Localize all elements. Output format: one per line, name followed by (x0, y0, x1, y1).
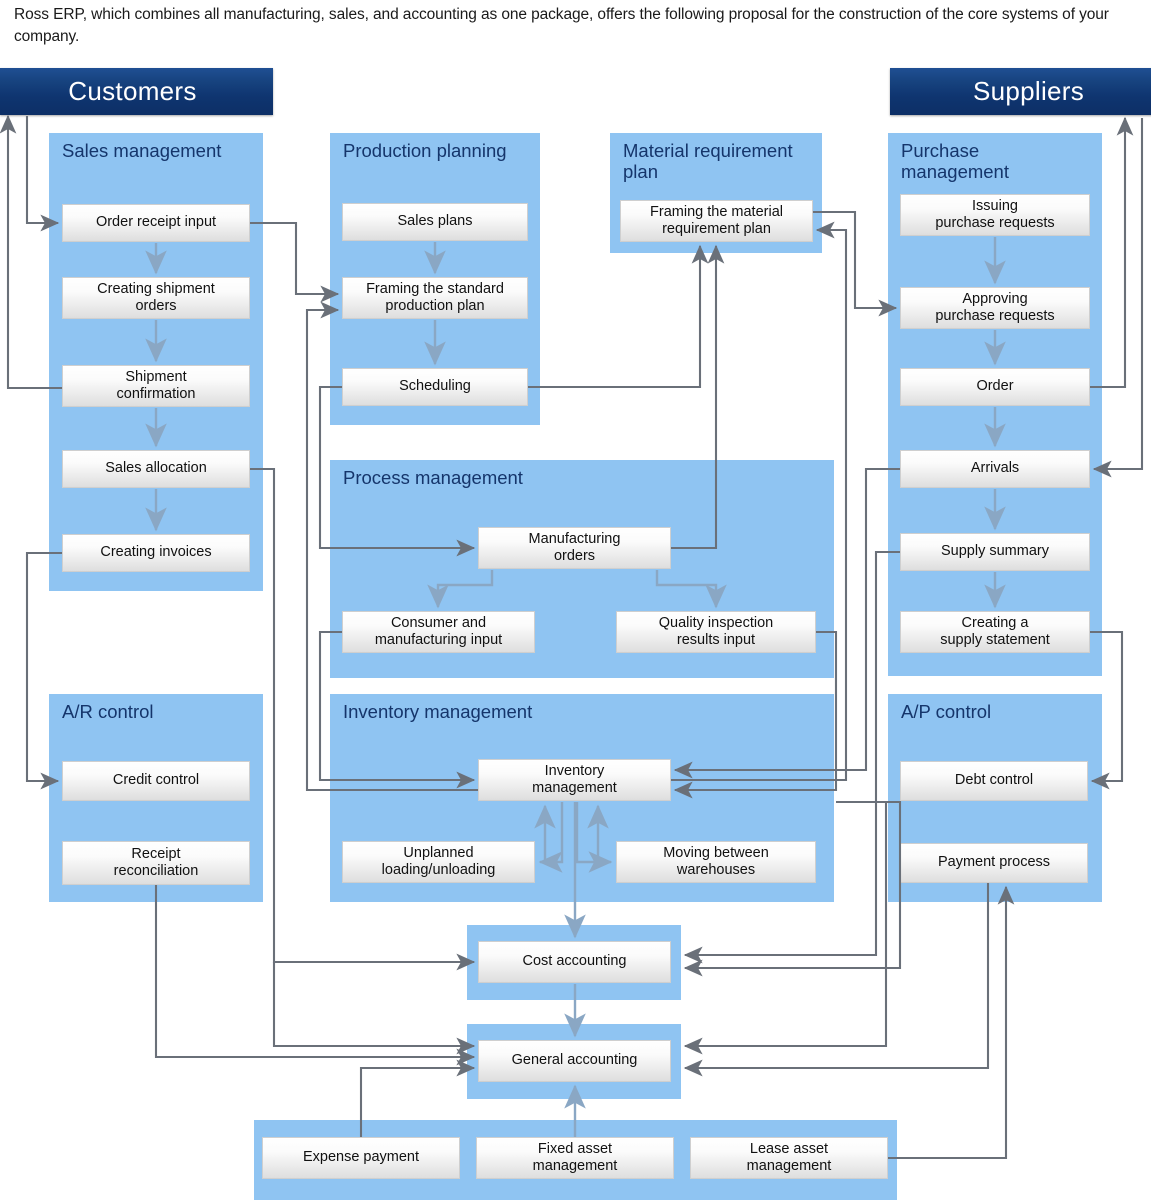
node-label: Framing the standard production plan (366, 280, 504, 314)
node-order-receipt-input[interactable]: Order receipt input (62, 204, 250, 242)
node-label: Creating shipment orders (97, 280, 215, 314)
node-label: Fixed asset management (532, 1140, 618, 1174)
actor-label-customers: Customers (68, 76, 197, 106)
node-scheduling[interactable]: Scheduling (342, 368, 528, 406)
node-consumer-and-manufacturing-input[interactable]: Consumer and manufacturing input (342, 611, 535, 653)
group-title-purchase-management: Purchase management (901, 140, 1009, 183)
node-arrivals[interactable]: Arrivals (900, 450, 1090, 488)
group-title-process-management: Process management (343, 467, 523, 488)
wire-scheduling-to-material-plan (528, 244, 709, 389)
group-title-sales-management: Sales management (62, 140, 222, 161)
group-title-ar-control: A/R control (62, 701, 154, 722)
group-sales-management: Sales management (49, 133, 263, 591)
node-debt-control[interactable]: Debt control (900, 761, 1088, 801)
node-receipt-reconciliation[interactable]: Receipt reconciliation (62, 841, 250, 885)
node-expense-payment[interactable]: Expense payment (262, 1137, 460, 1179)
node-sales-allocation[interactable]: Sales allocation (62, 450, 250, 488)
node-label: Issuing purchase requests (935, 197, 1055, 231)
node-manufacturing-orders[interactable]: Manufacturing orders (478, 527, 671, 569)
node-quality-inspection-results-input[interactable]: Quality inspection results input (616, 611, 816, 653)
node-label: Inventory management (532, 762, 617, 796)
group-title-inventory-management: Inventory management (343, 701, 533, 722)
node-label: Supply summary (941, 543, 1049, 560)
node-credit-control[interactable]: Credit control (62, 761, 250, 801)
node-payment-process[interactable]: Payment process (900, 843, 1088, 883)
node-label: Receipt reconciliation (113, 845, 199, 879)
node-label: Scheduling (399, 378, 471, 395)
node-label: Order receipt input (95, 214, 217, 231)
node-fixed-asset-management[interactable]: Fixed asset management (476, 1137, 674, 1179)
node-framing-material-requirement-plan[interactable]: Framing the material requirement plan (620, 200, 813, 242)
actor-label-suppliers: Suppliers (972, 76, 1085, 106)
node-order[interactable]: Order (900, 368, 1090, 406)
wire-lease-asset-to-payment-process (888, 885, 1015, 1160)
wire-material-plan-to-approving-requests (813, 210, 898, 317)
node-label: Moving between warehouses (663, 844, 769, 878)
node-label: Creating invoices (100, 544, 212, 561)
node-moving-between-warehouses[interactable]: Moving between warehouses (616, 841, 816, 883)
group-title-ap-control: A/P control (901, 701, 992, 722)
node-approving-purchase-requests[interactable]: Approving purchase requests (900, 287, 1090, 329)
node-issuing-purchase-requests[interactable]: Issuing purchase requests (900, 194, 1090, 236)
node-cost-accounting[interactable]: Cost accounting (478, 941, 671, 983)
node-label: General accounting (511, 1052, 638, 1069)
node-sales-plans[interactable]: Sales plans (342, 203, 528, 241)
node-label: Creating a supply statement (940, 614, 1050, 648)
node-creating-supply-statement[interactable]: Creating a supply statement (900, 611, 1090, 653)
node-label: Credit control (112, 772, 200, 789)
group-title-material-requirement-plan: Material requirement plan (623, 140, 793, 183)
node-general-accounting[interactable]: General accounting (478, 1040, 671, 1082)
wire-sales-to-general-accounting (272, 962, 476, 1055)
wire-payment-process-to-general-accounting (683, 883, 990, 1077)
node-label: Cost accounting (522, 953, 627, 970)
node-label: Framing the material requirement plan (650, 203, 783, 237)
node-label: Manufacturing orders (528, 530, 621, 564)
node-label: Consumer and manufacturing input (374, 614, 503, 648)
intro-paragraph: Ross ERP, which combines all manufacturi… (14, 6, 1109, 46)
actor-bar-suppliers: Suppliers (890, 68, 1151, 115)
wire-order-receipt-to-framing-plan (250, 221, 340, 303)
node-shipment-confirmation[interactable]: Shipment confirmation (62, 365, 250, 407)
node-label: Sales plans (397, 213, 473, 230)
node-label: Approving purchase requests (935, 290, 1055, 324)
node-label: Order (976, 378, 1014, 395)
node-unplanned-loading-unloading[interactable]: Unplanned loading/unloading (342, 841, 535, 883)
node-label: Sales allocation (105, 460, 207, 477)
node-inventory-management[interactable]: Inventory management (478, 759, 671, 801)
node-creating-invoices[interactable]: Creating invoices (62, 534, 250, 572)
node-label: Quality inspection results input (658, 614, 774, 648)
node-label: Arrivals (970, 460, 1020, 477)
node-label: Payment process (937, 854, 1051, 871)
actor-bar-customers: Customers (0, 68, 273, 115)
node-label: Shipment confirmation (116, 368, 196, 402)
node-label: Lease asset management (746, 1140, 832, 1174)
node-framing-standard-production-plan[interactable]: Framing the standard production plan (342, 277, 528, 319)
node-label: Unplanned loading/unloading (381, 844, 496, 878)
node-label: Expense payment (302, 1149, 420, 1166)
node-creating-shipment-orders[interactable]: Creating shipment orders (62, 277, 250, 319)
node-lease-asset-management[interactable]: Lease asset management (690, 1137, 888, 1179)
wire-receipt-reconciliation-to-general-accounting (154, 885, 476, 1066)
node-label: Debt control (954, 772, 1034, 789)
group-title-production-planning: Production planning (343, 140, 507, 161)
node-supply-summary[interactable]: Supply summary (900, 533, 1090, 571)
